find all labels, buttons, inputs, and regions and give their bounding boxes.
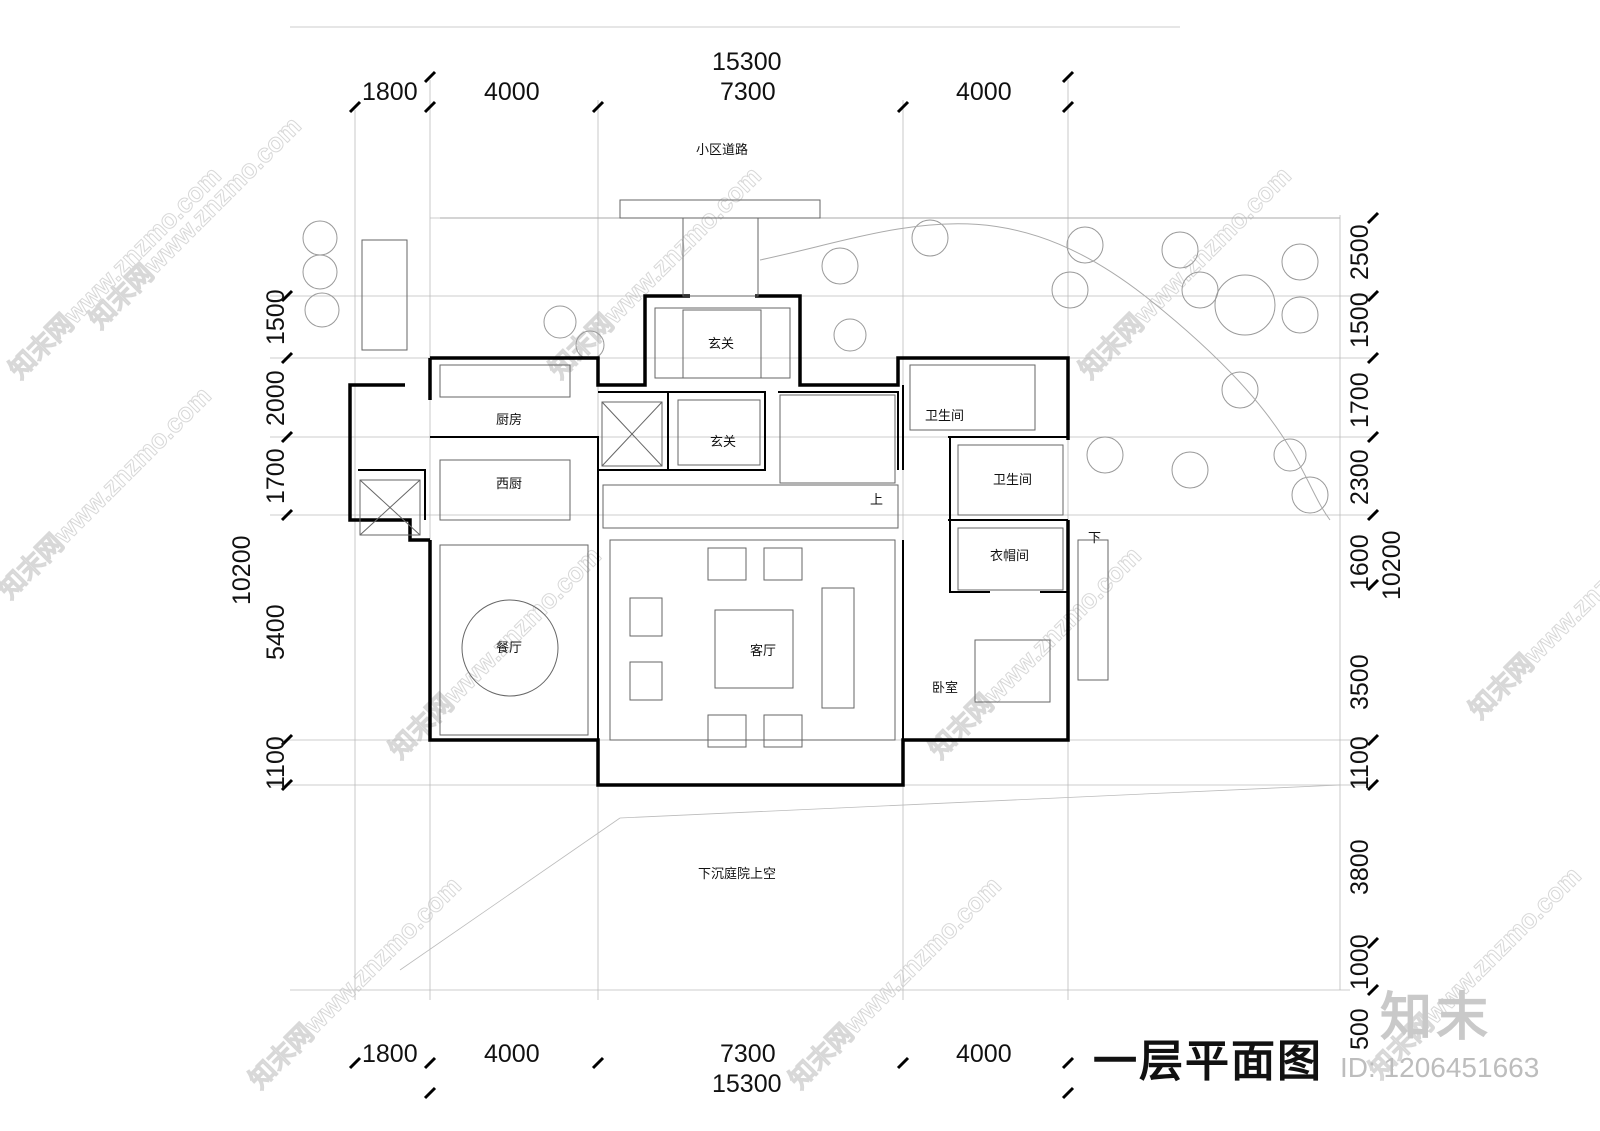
label-living: 客厅 <box>750 643 776 659</box>
svg-text:4000: 4000 <box>956 1040 1012 1068</box>
svg-text:1500: 1500 <box>1346 292 1374 348</box>
svg-text:10200: 10200 <box>1378 530 1406 600</box>
svg-text:2000: 2000 <box>262 370 290 426</box>
label-road: 小区道路 <box>696 142 748 158</box>
top-dimensions: 15300 1800 4000 7300 4000 <box>362 48 1012 106</box>
drawing-title: 一层平面图 <box>1093 1036 1323 1087</box>
label-stair-up: 上 <box>870 493 883 508</box>
svg-text:1500: 1500 <box>262 289 290 345</box>
svg-text:1700: 1700 <box>262 448 290 504</box>
svg-text:知末网www.znzmo.com: 知末网www.znzmo.com <box>923 540 1147 764</box>
svg-text:1700: 1700 <box>1346 372 1374 428</box>
svg-text:1600: 1600 <box>1346 534 1374 590</box>
svg-text:知末网www.znzmo.com: 知末网www.znzmo.com <box>1463 500 1600 724</box>
svg-text:1100: 1100 <box>262 736 290 790</box>
bottom-dimensions: 1800 4000 7300 4000 15300 <box>362 1040 1012 1098</box>
label-western-kitchen: 西厨 <box>496 477 522 492</box>
svg-text:知末网www.znzmo.com: 知末网www.znzmo.com <box>1363 860 1587 1084</box>
svg-text:10200: 10200 <box>228 535 256 605</box>
svg-text:4000: 4000 <box>956 78 1012 106</box>
svg-text:知末网www.znzmo.com: 知末网www.znzmo.com <box>1073 160 1297 384</box>
label-bath1: 卫生间 <box>925 409 964 424</box>
drawing-id: ID: 1206451663 <box>1340 1052 1540 1083</box>
interior-detail <box>359 199 1109 748</box>
room-labels: 小区道路 玄关 玄关 厨房 西厨 餐厅 客厅 卫生间 卫生间 衣帽间 卧室 下沉… <box>496 142 1101 882</box>
grid-lines <box>270 26 1370 1000</box>
label-foyer-inner: 玄关 <box>710 435 736 450</box>
svg-text:2500: 2500 <box>1346 224 1374 280</box>
svg-text:5400: 5400 <box>262 604 290 660</box>
label-bath2: 卫生间 <box>993 473 1032 488</box>
svg-text:15300: 15300 <box>712 48 782 76</box>
svg-text:1100: 1100 <box>1346 736 1374 790</box>
svg-text:7300: 7300 <box>720 1040 776 1068</box>
label-stair-down: 下 <box>1088 531 1101 546</box>
brand-watermark: 知末 <box>1380 988 1493 1048</box>
svg-text:1800: 1800 <box>362 1040 418 1068</box>
svg-text:3500: 3500 <box>1346 654 1374 710</box>
svg-text:4000: 4000 <box>484 78 540 106</box>
interior-walls <box>358 385 1068 740</box>
label-cloakroom: 衣帽间 <box>990 548 1029 564</box>
right-dimensions: 2500 1500 1700 2300 1600 10200 3500 1100… <box>1346 224 1406 1050</box>
left-dimensions: 1500 2000 1700 10200 5400 1100 <box>228 289 290 790</box>
svg-text:1000: 1000 <box>1346 934 1374 990</box>
label-dining: 餐厅 <box>496 640 522 656</box>
label-sunken-court: 下沉庭院上空 <box>698 866 776 882</box>
label-bedroom: 卧室 <box>932 680 958 696</box>
svg-text:知末网www.znzmo.com: 知末网www.znzmo.com <box>3 160 227 384</box>
landscape-trees <box>302 217 1340 521</box>
svg-text:4000: 4000 <box>484 1040 540 1068</box>
svg-text:2300: 2300 <box>1346 449 1374 505</box>
svg-text:知末网www.znzmo.com: 知末网www.znzmo.com <box>0 380 217 604</box>
svg-text:3800: 3800 <box>1346 839 1374 895</box>
label-kitchen: 厨房 <box>496 412 522 428</box>
svg-text:500: 500 <box>1346 1008 1374 1050</box>
svg-text:7300: 7300 <box>720 78 776 106</box>
dimension-ticks <box>280 70 1380 1100</box>
svg-text:15300: 15300 <box>712 1070 782 1098</box>
exterior-walls <box>348 294 1070 787</box>
svg-text:知末网www.znzmo.com: 知末网www.znzmo.com <box>383 540 607 764</box>
svg-text:1800: 1800 <box>362 78 418 106</box>
label-foyer-outer: 玄关 <box>708 337 734 352</box>
